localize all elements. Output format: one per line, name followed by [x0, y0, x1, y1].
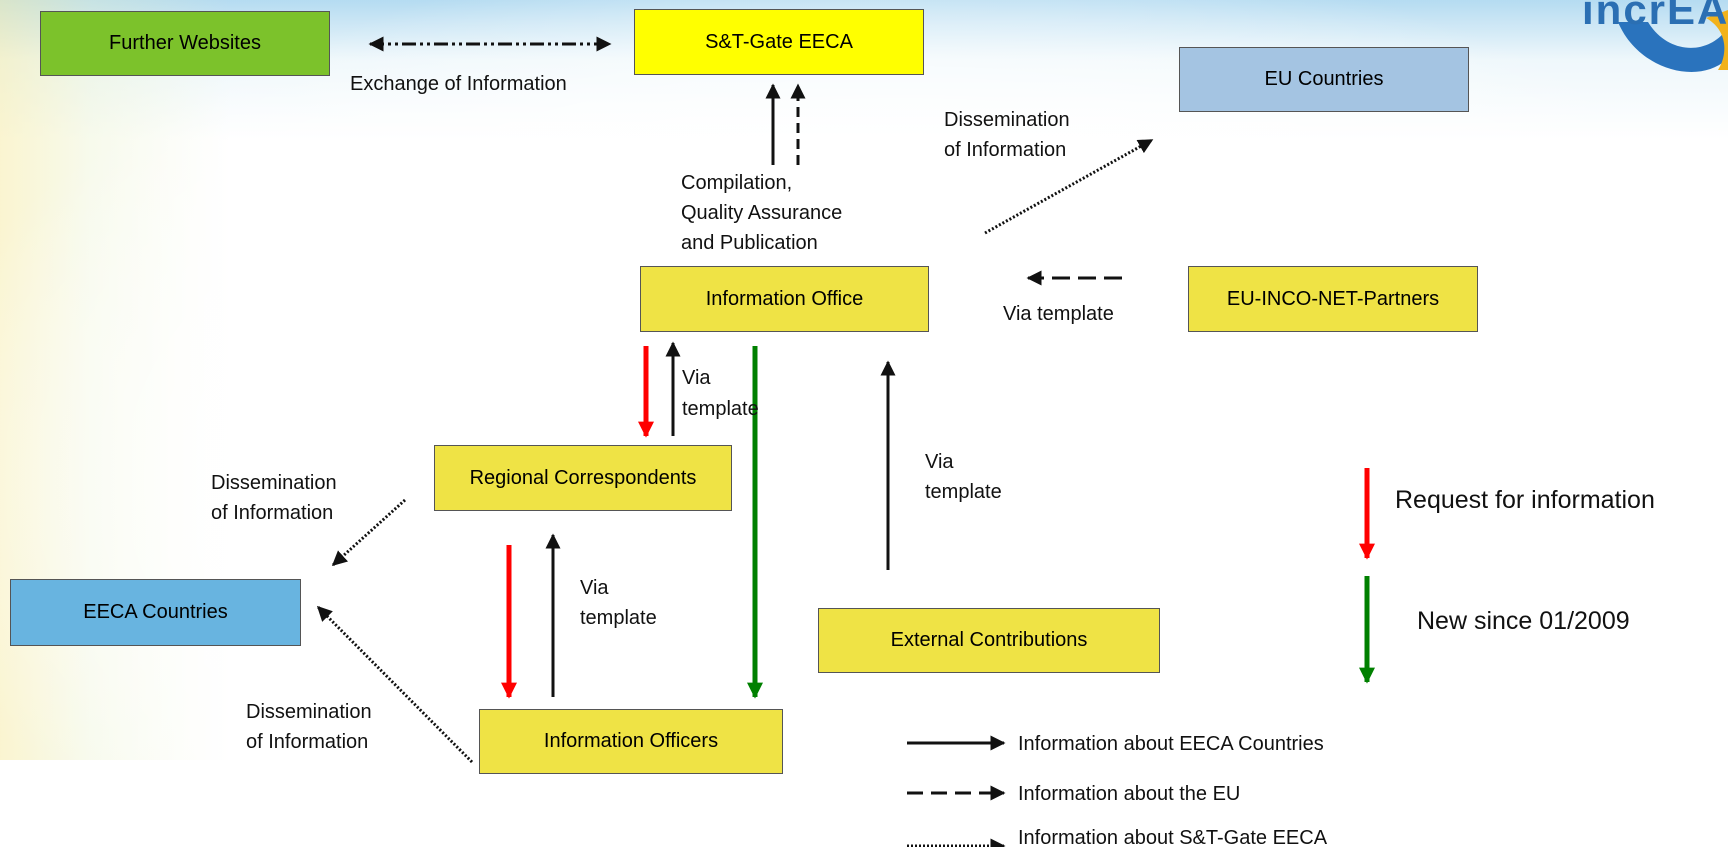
- legend-dashed-label: Information about the EU: [1018, 783, 1241, 805]
- legend-request-label: Request for information: [1395, 486, 1655, 514]
- legend-solid-label: Information about EECA Countries: [1018, 733, 1324, 755]
- information-officers-box: Information Officers: [479, 709, 783, 774]
- dissemination-io-arrow: [316, 605, 474, 764]
- background-bottom: [0, 760, 1728, 847]
- compilation-label-line3: and Publication: [681, 232, 818, 254]
- via-label-external: Via: [925, 451, 954, 473]
- legend-dotted-label: Information about S&T-Gate EECA: [1018, 827, 1328, 849]
- via-template-inco-label: Via template: [1003, 303, 1114, 325]
- via-label-rc: Via: [682, 367, 711, 389]
- eu-countries-box: EU Countries: [1179, 47, 1469, 112]
- information-office-box: Information Office: [640, 266, 929, 332]
- dissemination-rc-label-line1: Dissemination: [211, 472, 337, 494]
- dissemination-rc-arrow: [331, 498, 407, 567]
- external-contributions-box: External Contributions: [818, 608, 1160, 673]
- dissemination-eu-label-line2: of Information: [944, 139, 1067, 161]
- compilation-label-line1: Compilation,: [681, 172, 793, 194]
- dissemination-rc-label-line2: of Information: [211, 502, 334, 524]
- exchange-label: Exchange of Information: [350, 73, 567, 95]
- legend-new-label: New since 01/2009: [1417, 607, 1630, 635]
- dissemination-io-label-line1: Dissemination: [246, 701, 372, 723]
- dissemination-eu-label-line1: Dissemination: [944, 109, 1070, 131]
- regional-correspondents-box: Regional Correspondents: [434, 445, 732, 511]
- dissemination-io-label-line2: of Information: [246, 731, 369, 753]
- logo-text: incrEAST: [1582, 0, 1728, 33]
- template-label-officers: template: [580, 607, 657, 629]
- template-label-rc: template: [682, 398, 759, 420]
- eu-inco-net-box: EU-INCO-NET-Partners: [1188, 266, 1478, 332]
- eeca-countries-box: EECA Countries: [10, 579, 301, 646]
- further-websites-box: Further Websites: [40, 11, 330, 76]
- template-label-external: template: [925, 481, 1002, 503]
- logo-swoosh-icon: [1618, 10, 1728, 72]
- compilation-label-line2: Quality Assurance: [681, 202, 843, 224]
- st-gate-box: S&T-Gate EECA: [634, 9, 924, 75]
- increast-logo: incrEAST: [1578, 0, 1728, 90]
- via-label-officers: Via: [580, 577, 609, 599]
